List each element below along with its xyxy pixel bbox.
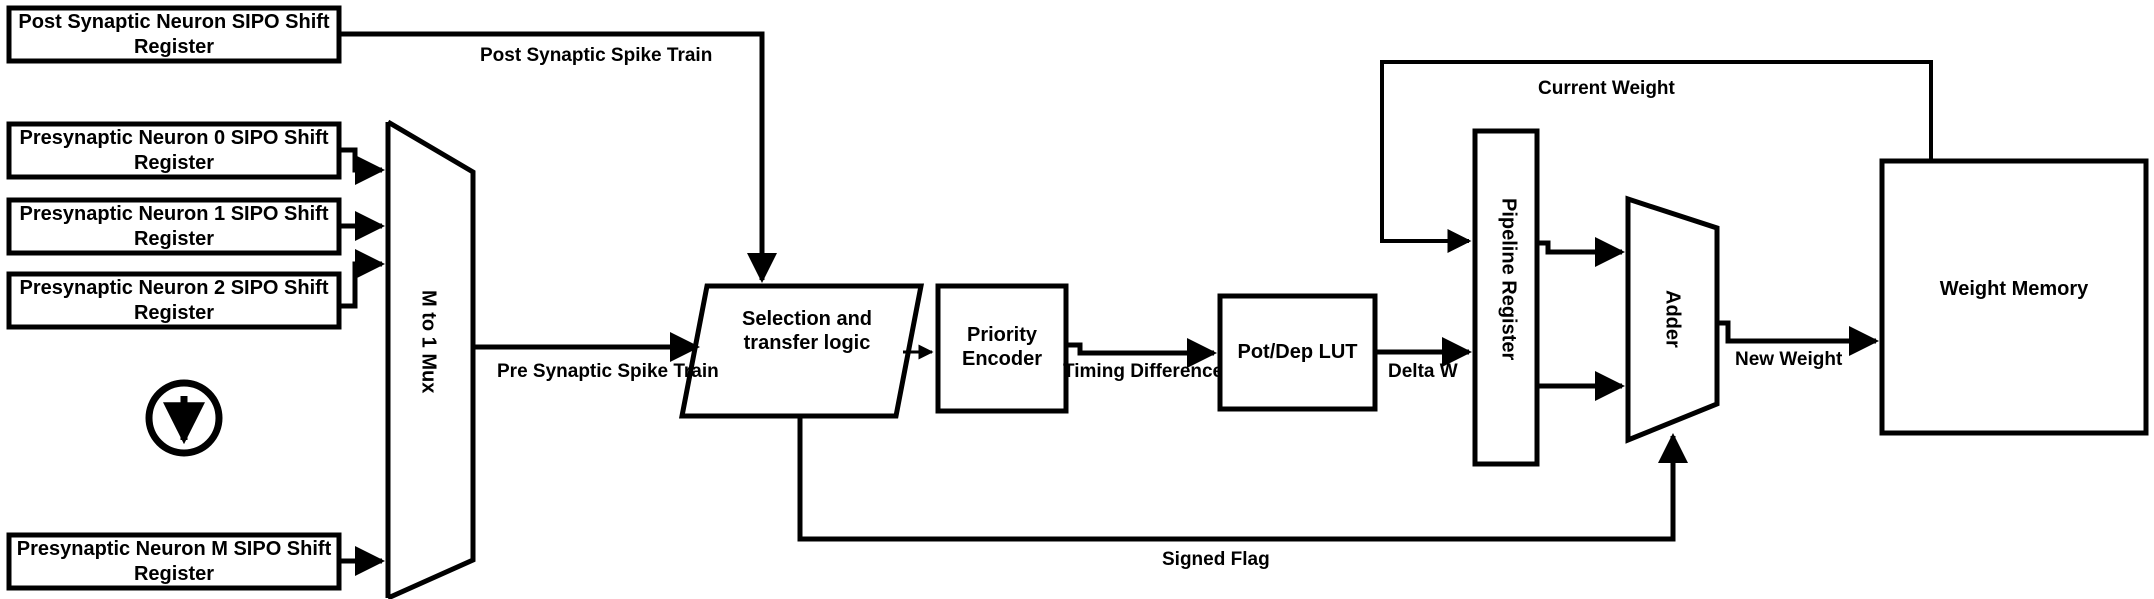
continuation-arrow-circle: [145, 379, 223, 457]
wire-pipeline-to-adder-upper: [1537, 237, 1625, 267]
priority-encoder-shape: [935, 283, 1069, 414]
pot-dep-lut-shape: [1217, 293, 1378, 412]
post-synaptic-register-shape: [6, 5, 342, 64]
presynaptic-register-2-shape: [6, 271, 342, 330]
adder-shape: [1625, 195, 1720, 444]
wire-new-weight: [1717, 320, 1879, 356]
wire-presyn2-to-mux: [339, 249, 385, 309]
presynaptic-register-1-shape: [6, 197, 342, 256]
wire-post-synaptic-spike-train: [339, 31, 777, 283]
pipeline-register-shape: [1472, 128, 1540, 467]
weight-memory-shape: [1879, 158, 2149, 436]
mux-shape: [386, 119, 476, 599]
presynaptic-register-0-shape: [6, 121, 342, 180]
wire-presyn0-to-mux: [339, 147, 385, 185]
presynaptic-register-m-shape: [6, 532, 342, 591]
selection-logic-shape: [678, 283, 925, 419]
wire-pipeline-to-adder-lower: [1534, 371, 1625, 401]
wire-timing-difference: [1066, 338, 1217, 368]
wire-signed-flag: [797, 416, 1688, 542]
wire-current-weight: [1380, 60, 1933, 253]
